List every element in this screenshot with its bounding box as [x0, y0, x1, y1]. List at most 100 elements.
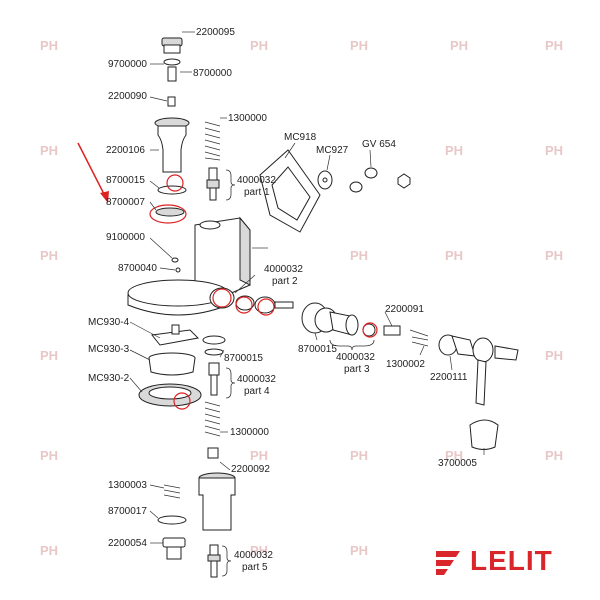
- label-GV654: GV 654: [362, 139, 396, 150]
- label-3700005: 3700005: [438, 458, 477, 469]
- label-4000032-part2: 4000032: [264, 264, 303, 275]
- part-MC927: [317, 170, 333, 190]
- watermark: PH: [350, 448, 368, 463]
- label-2200095: 2200095: [196, 27, 235, 38]
- part-8700017: [157, 515, 187, 525]
- watermark: PH: [250, 38, 268, 53]
- label-4000032-part1: 4000032: [237, 175, 276, 186]
- watermark: PH: [545, 448, 563, 463]
- label-9700000: 9700000: [108, 59, 147, 70]
- label-4000032-part5: 4000032: [234, 550, 273, 561]
- label-part5: part 5: [242, 562, 268, 573]
- label-MC930-2: MC930-2: [88, 373, 130, 384]
- red-arrow-indicator: [77, 142, 109, 203]
- label-2200111: 2200111: [430, 372, 468, 383]
- label-2200092: 2200092: [231, 464, 270, 475]
- watermark: PH: [40, 543, 58, 558]
- label-1300000-bottom: 1300000: [230, 427, 269, 438]
- red-highlight-circle: [257, 298, 275, 316]
- part-MC930-3: [148, 352, 196, 376]
- watermark: PH: [40, 143, 58, 158]
- watermark: PH: [40, 248, 58, 263]
- label-1300003: 1300003: [108, 480, 147, 491]
- watermark: PH: [40, 448, 58, 463]
- part-MC918: [259, 149, 321, 233]
- watermark: PH: [445, 448, 463, 463]
- braces: [221, 169, 375, 577]
- part-labels: 2200095 9700000 8700000 2200090 1300000 …: [88, 27, 477, 573]
- label-part1: part 1: [244, 187, 270, 198]
- part-3700005: [469, 419, 499, 450]
- part-8700007: [155, 207, 185, 217]
- part-4000032-part4: [208, 362, 220, 396]
- watermark: PH: [250, 448, 268, 463]
- part-2200111: [438, 334, 519, 406]
- watermark-grid: PH PH PH PH PH PH PH PH PH PH PH PH PH P…: [40, 38, 563, 558]
- label-MC927: MC927: [316, 145, 349, 156]
- watermark: PH: [40, 348, 58, 363]
- watermark: PH: [545, 143, 563, 158]
- leader-lines: [129, 63, 485, 544]
- lelit-logo: LELIT: [470, 545, 553, 576]
- label-1300002: 1300002: [386, 359, 425, 370]
- part-group-body: [127, 216, 294, 316]
- part-GV654: [364, 167, 411, 189]
- red-highlight-circle: [362, 322, 378, 338]
- label-MC918: MC918: [284, 132, 317, 143]
- watermark: PH: [40, 38, 58, 53]
- label-2200091: 2200091: [385, 304, 424, 315]
- red-highlight-circle: [166, 174, 184, 192]
- part-2200090: [167, 96, 176, 107]
- watermark: PH: [350, 248, 368, 263]
- part-1300000-bottom: [204, 401, 221, 437]
- label-4000032-part4: 4000032: [237, 374, 276, 385]
- part-4000032-part3: [301, 302, 429, 347]
- watermark: PH: [445, 248, 463, 263]
- label-9100000: 9100000: [106, 232, 145, 243]
- label-8700040: 8700040: [118, 263, 157, 274]
- label-2200106: 2200106: [106, 145, 145, 156]
- label-1300000-top: 1300000: [228, 113, 267, 124]
- part-2200092: [207, 447, 219, 459]
- watermark: PH: [350, 38, 368, 53]
- red-highlight-circle: [173, 392, 191, 410]
- part-4000032-part5: [207, 544, 221, 578]
- part-9700000: [167, 66, 177, 82]
- label-MC930-4: MC930-4: [88, 317, 130, 328]
- part-4000032-part1: [206, 167, 220, 201]
- watermark: PH: [250, 543, 268, 558]
- label-8700007: 8700007: [106, 197, 145, 208]
- watermark: PH: [350, 543, 368, 558]
- part-MC930-4: [151, 324, 200, 346]
- label-4000032-part3: 4000032: [336, 352, 375, 363]
- label-2200090: 2200090: [108, 91, 147, 102]
- part-2200106: [154, 117, 190, 173]
- watermark: PH: [445, 143, 463, 158]
- red-highlight-circle: [149, 204, 187, 224]
- part-8700000: [163, 58, 181, 66]
- label-2200054: 2200054: [108, 538, 147, 549]
- label-8700015-right: 8700015: [298, 344, 337, 355]
- watermark: PH: [450, 38, 468, 53]
- label-part4: part 4: [244, 386, 270, 397]
- label-8700015-top: 8700015: [106, 175, 145, 186]
- label-8700000: 8700000: [193, 68, 232, 79]
- lelit-logo-mark: [436, 551, 460, 575]
- part-2200054: [162, 537, 186, 560]
- part-8700015-mid: [202, 335, 226, 356]
- watermark: PH: [545, 248, 563, 263]
- part-lower-tube: [198, 472, 236, 531]
- part-MC930-2: [138, 383, 202, 410]
- label-8700017: 8700017: [108, 506, 147, 517]
- red-highlight-circle: [212, 288, 232, 308]
- part-1300000-top: [204, 121, 221, 161]
- part-2200095: [161, 31, 195, 54]
- label-MC930-3: MC930-3: [88, 344, 130, 355]
- part-1300003: [163, 484, 181, 499]
- label-part3: part 3: [344, 364, 370, 375]
- red-highlight-circle: [235, 296, 253, 314]
- label-8700015-mid: 8700015: [224, 353, 263, 364]
- part-washer: [349, 181, 363, 193]
- label-part2: part 2: [272, 276, 298, 287]
